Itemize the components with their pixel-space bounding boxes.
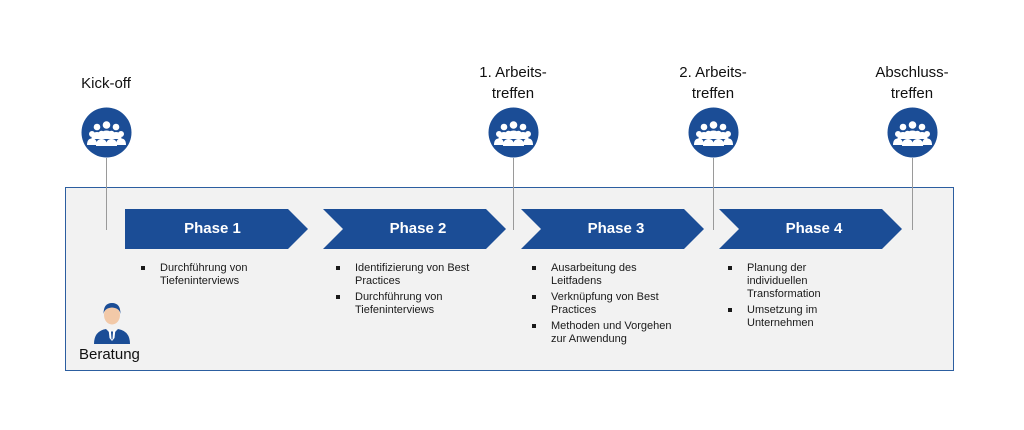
group-people-icon: [887, 107, 938, 158]
milestone-label-kickoff: Kick-off: [81, 75, 131, 92]
list-item: Ausarbeitung des Leitfadens: [531, 262, 706, 288]
phase-1-bullets: Durchführung von Tiefeninterviews: [140, 262, 300, 291]
list-item: Methoden und Vorgehen zur Anwendung: [531, 320, 706, 346]
phase-4-chevron: Phase 4: [719, 209, 902, 249]
consultant-person-icon: [94, 303, 130, 344]
list-item: Planung der individuellen Transformation: [727, 262, 887, 301]
milestone-connector-abschlusstreffen: [912, 158, 913, 230]
list-item: Identifizierung von Best Practices: [335, 262, 505, 288]
group-people-icon: [688, 107, 739, 158]
group-people-icon: [81, 107, 132, 158]
chevron-arrow-shape: [323, 209, 506, 249]
milestone-label-arbeitstreffen-2: 2. Arbeits- treffen: [679, 64, 747, 102]
phase-4-bullets: Planung der individuellen Transformation…: [727, 262, 887, 333]
phase-2-label: Phase 2: [389, 220, 447, 237]
list-item: Verknüpfung von Best Practices: [531, 291, 706, 317]
phase-3-chevron: Phase 3: [521, 209, 704, 249]
list-item: Durchführung von Tiefeninterviews: [335, 291, 505, 317]
phase-3-bullets: Ausarbeitung des Leitfadens Verknüpfung …: [531, 262, 706, 349]
chevron-arrow-shape: [125, 209, 308, 249]
chevron-arrow-shape: [521, 209, 704, 249]
phase-4-label: Phase 4: [785, 220, 843, 237]
list-item: Umsetzung im Unternehmen: [727, 304, 887, 330]
milestone-connector-arbeitstreffen-1: [513, 158, 514, 230]
advisor-label: Beratung: [79, 346, 140, 363]
milestone-connector-arbeitstreffen-2: [713, 158, 714, 230]
phase-1-chevron: Phase 1: [125, 209, 308, 249]
phase-2-chevron: Phase 2: [323, 209, 506, 249]
list-item: Durchführung von Tiefeninterviews: [140, 262, 300, 288]
phase-3-label: Phase 3: [587, 220, 645, 237]
milestone-connector-kickoff: [106, 158, 107, 230]
chevron-arrow-shape: [719, 209, 902, 249]
phase-2-bullets: Identifizierung von Best Practices Durch…: [335, 262, 505, 320]
milestone-label-arbeitstreffen-1: 1. Arbeits- treffen: [479, 64, 547, 102]
milestone-label-abschlusstreffen: Abschluss- treffen: [875, 64, 949, 102]
phase-1-label: Phase 1: [184, 220, 241, 237]
group-people-icon: [488, 107, 539, 158]
